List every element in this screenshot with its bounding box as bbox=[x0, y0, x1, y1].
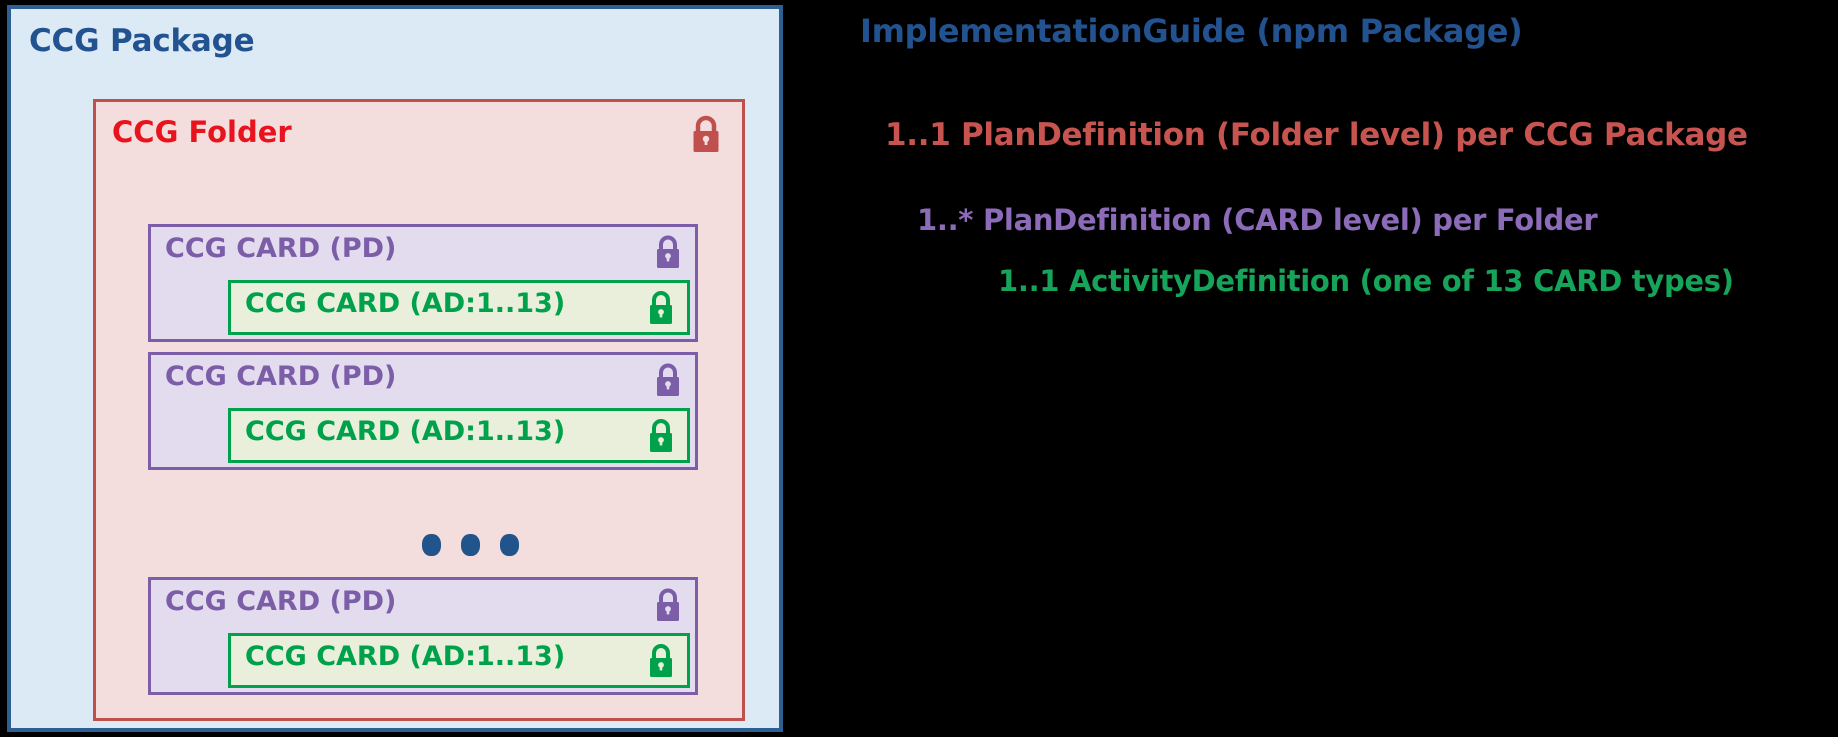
lock-icon bbox=[653, 233, 683, 275]
pd-card-label: CCG CARD (PD) bbox=[165, 233, 397, 264]
ccg-package-container: CCG Package CCG Folder CCG CARD (PD) bbox=[7, 5, 783, 732]
lock-icon bbox=[646, 416, 676, 460]
legend-folder-line: 1..1 PlanDefinition (Folder level) per C… bbox=[885, 117, 1748, 153]
ccg-card-pd[interactable]: CCG CARD (PD) CCG CARD (AD:1..13) bbox=[148, 352, 698, 470]
ellipsis-dot bbox=[500, 534, 519, 556]
pd-card-label: CCG CARD (PD) bbox=[165, 586, 397, 617]
ad-card-label: CCG CARD (AD:1..13) bbox=[245, 416, 566, 447]
lock-icon bbox=[653, 586, 683, 628]
legend-card-line: 1..* PlanDefinition (CARD level) per Fol… bbox=[917, 203, 1598, 237]
lock-icon bbox=[653, 361, 683, 403]
ellipsis-dot bbox=[422, 534, 441, 556]
ellipsis-dot bbox=[461, 534, 480, 556]
ccg-card-ad[interactable]: CCG CARD (AD:1..13) bbox=[228, 633, 690, 688]
lock-icon bbox=[646, 288, 676, 332]
legend-activity-line: 1..1 ActivityDefinition (one of 13 CARD … bbox=[998, 264, 1734, 298]
lock-icon bbox=[646, 641, 676, 685]
folder-title: CCG Folder bbox=[112, 115, 292, 149]
ad-card-label: CCG CARD (AD:1..13) bbox=[245, 288, 566, 319]
pd-card-label: CCG CARD (PD) bbox=[165, 361, 397, 392]
ad-card-label: CCG CARD (AD:1..13) bbox=[245, 641, 566, 672]
ccg-card-pd[interactable]: CCG CARD (PD) CCG CARD (AD:1..13) bbox=[148, 224, 698, 342]
ellipsis-dots bbox=[416, 534, 536, 564]
package-title: CCG Package bbox=[29, 23, 255, 59]
ccg-card-pd[interactable]: CCG CARD (PD) CCG CARD (AD:1..13) bbox=[148, 577, 698, 695]
ccg-folder-container: CCG Folder CCG CARD (PD) CCG CA bbox=[93, 99, 745, 721]
lock-icon bbox=[689, 113, 723, 159]
ccg-card-ad[interactable]: CCG CARD (AD:1..13) bbox=[228, 280, 690, 335]
legend-title: ImplementationGuide (npm Package) bbox=[860, 12, 1523, 50]
ccg-card-ad[interactable]: CCG CARD (AD:1..13) bbox=[228, 408, 690, 463]
legend-panel: ImplementationGuide (npm Package) 1..1 P… bbox=[783, 0, 1838, 737]
